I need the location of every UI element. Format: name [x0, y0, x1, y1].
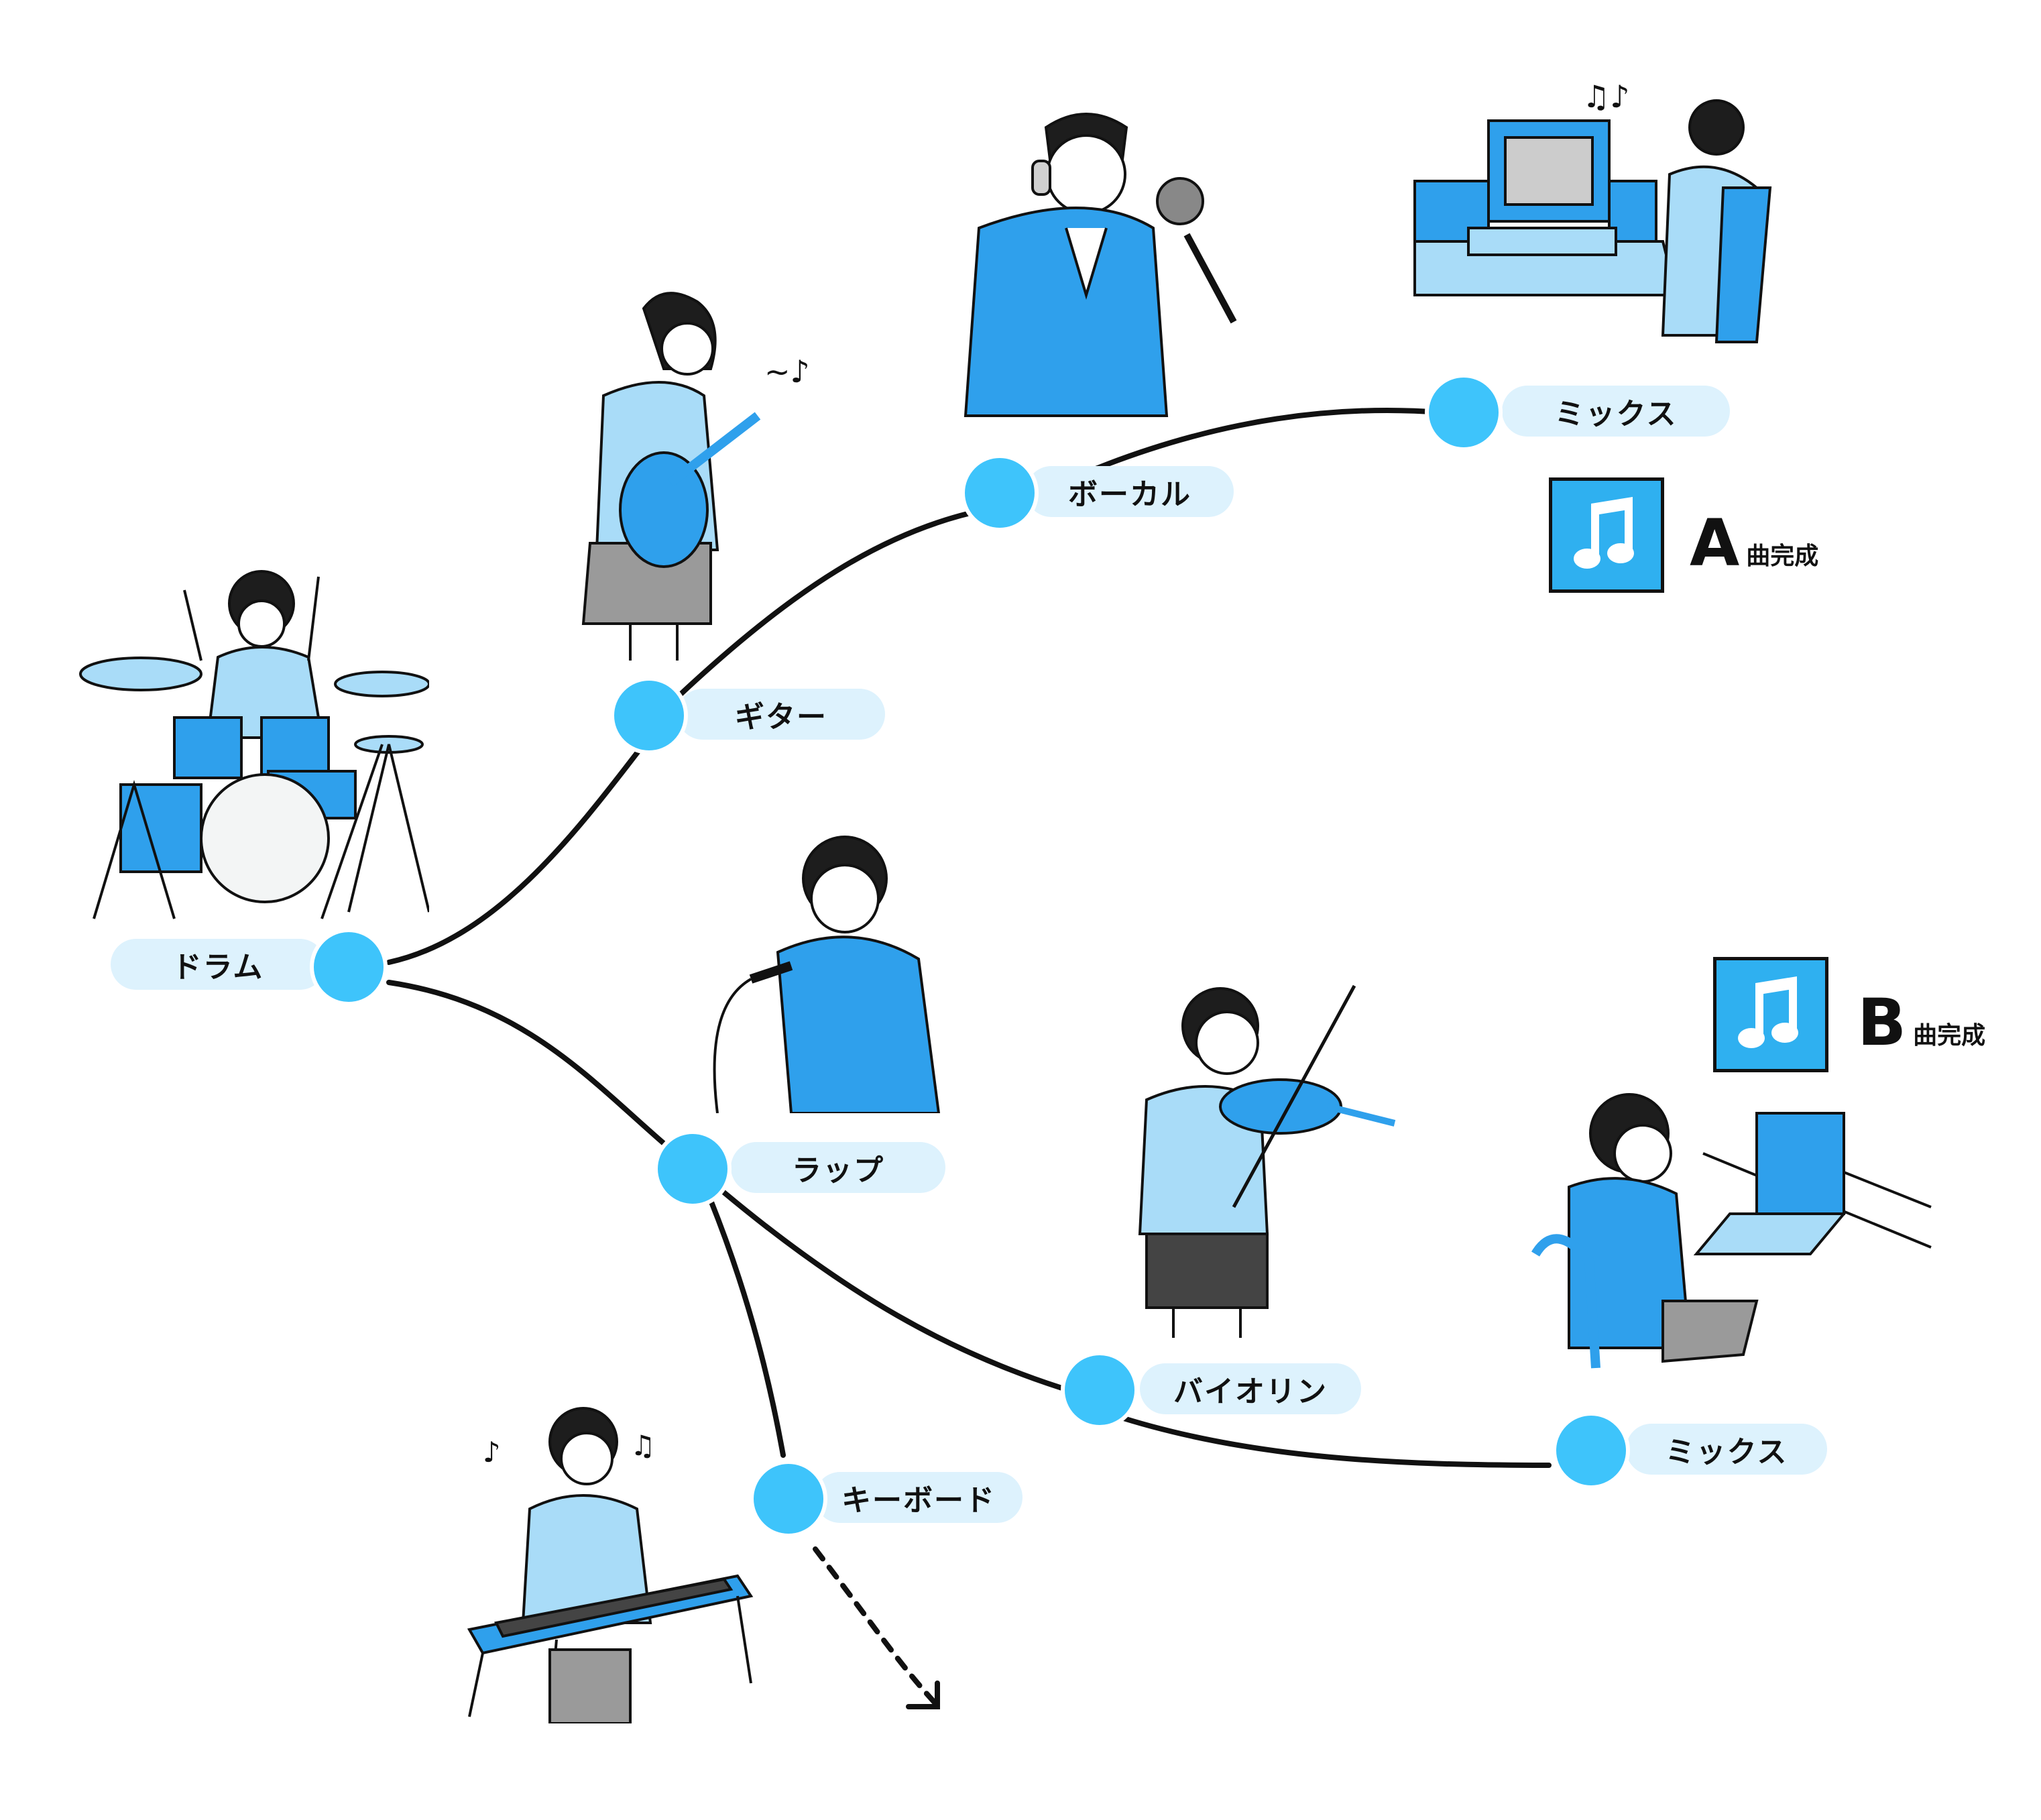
line-violin-mix-b [1110, 1412, 1552, 1468]
node-label-keyboard: キーボード [815, 1472, 1023, 1523]
song-b-complete: B 曲完成 [1857, 990, 1985, 1055]
node-label-violin: バイオリン [1140, 1363, 1361, 1414]
node-dot-mix-a[interactable] [1425, 374, 1503, 451]
node-label-mix-b: ミックス [1626, 1424, 1827, 1475]
node-label-vocal: ボーカル [1026, 466, 1234, 517]
keyboardist-illustration: ♪ ♫ [467, 1407, 754, 1723]
music-note-icon [1574, 497, 1634, 569]
node-label-rap: ラップ [731, 1142, 945, 1193]
drummer-illustration [79, 570, 429, 919]
line-rap-keyboard [708, 1198, 786, 1458]
song-b-letter: B [1857, 985, 1907, 1060]
next-arrow-icon [906, 1681, 940, 1709]
rapper-illustration [713, 836, 941, 1113]
laptop-producer-illustration [1531, 1093, 1932, 1369]
music-note-icon [1738, 976, 1798, 1048]
line-rap-violin [715, 1184, 1075, 1394]
svg-text:~♪: ~♪ [764, 353, 810, 390]
node-dot-rap[interactable] [654, 1130, 732, 1208]
violinist-illustration [1138, 984, 1396, 1338]
node-dot-vocal[interactable] [961, 454, 1039, 532]
song-b-card [1713, 957, 1828, 1072]
vocalist-illustration [964, 113, 1237, 417]
line-drums-rap [386, 980, 666, 1146]
node-dot-mix-b[interactable] [1552, 1412, 1630, 1489]
svg-text:♪: ♪ [483, 1436, 501, 1469]
svg-text:♫♪: ♫♪ [1582, 80, 1630, 115]
node-dot-violin[interactable] [1061, 1351, 1139, 1429]
line-guitar-vocal [675, 507, 988, 700]
node-label-guitar: ギター [677, 689, 885, 740]
node-dot-keyboard[interactable] [750, 1460, 827, 1538]
line-drums-guitar [386, 742, 646, 965]
song-a-complete: A 曲完成 [1690, 511, 1818, 575]
song-b-text: 曲完成 [1913, 1022, 1986, 1049]
song-a-text: 曲完成 [1746, 543, 1819, 570]
mixing-engineer-illustration: ♫♪ [1413, 80, 1772, 343]
node-label-mix-a: ミックス [1502, 386, 1730, 437]
svg-text:♫: ♫ [630, 1429, 656, 1462]
node-dot-drums[interactable] [310, 928, 388, 1006]
song-a-letter: A [1690, 506, 1740, 581]
line-keyboard-next [813, 1546, 938, 1706]
node-dot-guitar[interactable] [610, 677, 688, 754]
node-label-drums: ドラム [111, 939, 325, 990]
song-a-card [1549, 477, 1664, 593]
guitarist-illustration: ~♪ [581, 292, 810, 661]
